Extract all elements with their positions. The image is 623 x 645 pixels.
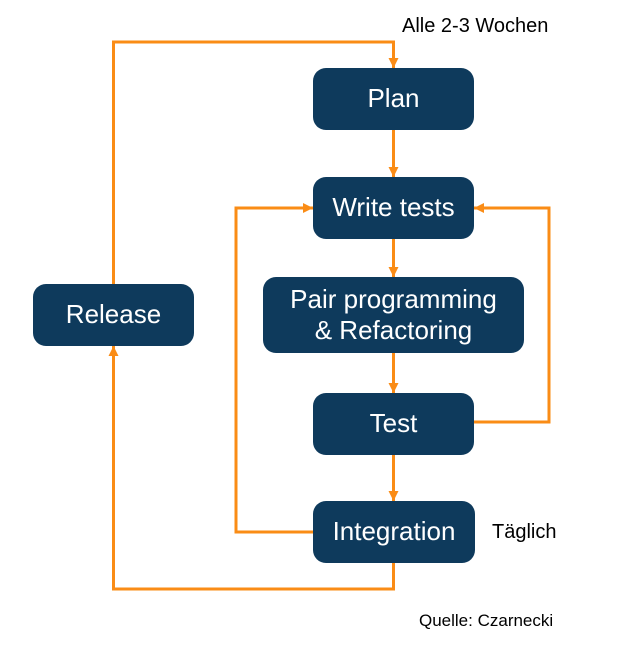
node-release-label: Release — [65, 299, 162, 330]
node-pair-programming: Pair programming & Refactoring — [263, 277, 524, 353]
edge-integration-to-release — [108, 346, 395, 591]
node-release: Release — [33, 284, 194, 346]
annotation-release-cycle: Alle 2-3 Wochen — [402, 15, 549, 37]
node-plan-label: Plan — [367, 83, 420, 114]
annotation-daily: Täglich — [492, 521, 557, 543]
node-test-label: Test — [369, 408, 418, 439]
node-write-tests: Write tests — [313, 177, 474, 239]
node-pair-programming-label-line2: & Refactoring — [314, 315, 473, 345]
node-integration: Integration — [313, 501, 475, 563]
source-caption: Quelle: Czarnecki — [419, 611, 554, 630]
edge-integration-to-write-tests — [234, 203, 313, 534]
edge-test-to-write-tests — [474, 203, 551, 424]
node-plan: Plan — [313, 68, 474, 130]
node-test: Test — [313, 393, 474, 455]
node-integration-label: Integration — [332, 516, 456, 547]
node-pair-programming-label-line1: Pair programming — [290, 283, 497, 314]
edge-release-to-plan — [112, 40, 399, 284]
node-write-tests-label: Write tests — [332, 192, 455, 223]
